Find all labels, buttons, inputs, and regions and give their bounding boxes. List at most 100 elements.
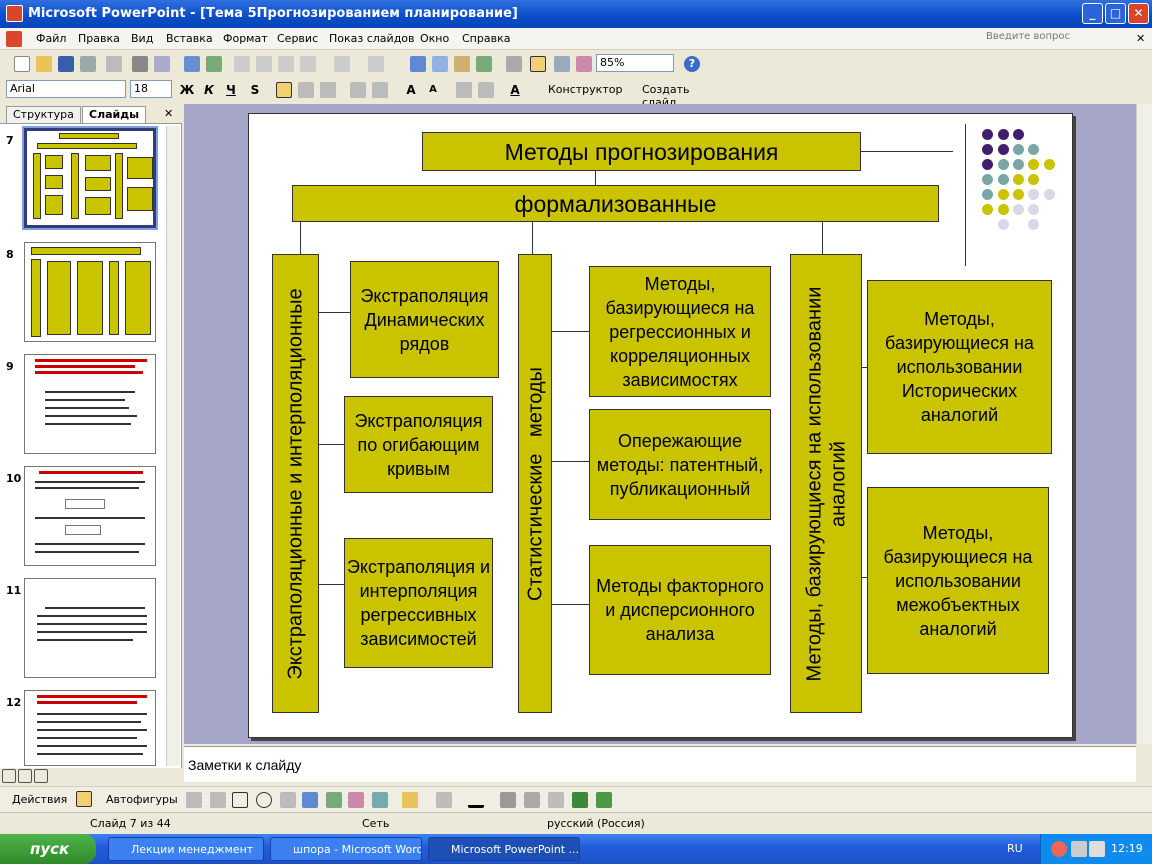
normal-view-icon[interactable]	[2, 769, 16, 783]
line-color-icon[interactable]	[436, 792, 452, 808]
menu-view[interactable]: Вид	[131, 32, 154, 45]
column-extrapolation-header[interactable]: Экстраполяционные и интерполяционные	[272, 254, 319, 713]
spelling-icon[interactable]	[184, 56, 200, 72]
oval-icon[interactable]	[256, 792, 272, 808]
italic-button[interactable]: К	[204, 83, 214, 97]
help-icon[interactable]: ?	[684, 56, 700, 72]
method-box[interactable]: Экстраполяция по огибающим кривым	[344, 396, 493, 493]
print-preview-icon[interactable]	[154, 56, 170, 72]
thumbnail-scrollbar[interactable]	[166, 126, 180, 766]
menu-edit[interactable]: Правка	[78, 32, 120, 45]
thumbnail-slide-12[interactable]	[24, 690, 156, 766]
rectangle-icon[interactable]	[232, 792, 248, 808]
task-lectures[interactable]: Лекции менеджмент	[108, 837, 264, 861]
numbering-icon[interactable]	[350, 82, 366, 98]
method-box[interactable]: Опережающие методы: патентный, публикаци…	[589, 409, 771, 520]
ask-question-input[interactable]: Введите вопрос	[986, 31, 1070, 42]
task-word[interactable]: шпора - Microsoft Word	[270, 837, 422, 861]
method-box[interactable]: Экстраполяция Динамических рядов	[350, 261, 499, 378]
save-icon[interactable]	[58, 56, 74, 72]
pane-close-icon[interactable]: ✕	[164, 107, 174, 120]
language-indicator[interactable]: RU	[1007, 842, 1023, 855]
slide-title[interactable]: Методы прогнозирования	[422, 132, 861, 171]
network-icon[interactable]	[1071, 841, 1087, 857]
dash-style-icon[interactable]	[524, 792, 540, 808]
expand-all-icon[interactable]	[506, 56, 522, 72]
volume-icon[interactable]	[1089, 841, 1105, 857]
thumbnail-slide-8[interactable]	[24, 242, 156, 342]
fill-color-icon[interactable]	[402, 792, 418, 808]
undo-icon[interactable]	[334, 56, 350, 72]
slide-canvas[interactable]: Методы прогнозирования формализованные Э…	[248, 113, 1073, 738]
insert-chart-icon[interactable]	[410, 56, 426, 72]
method-box[interactable]: Экстраполяция и интерполяция регрессивны…	[344, 538, 493, 668]
bold-button[interactable]: Ж	[179, 83, 195, 97]
menu-help[interactable]: Справка	[462, 32, 511, 45]
color-grayscale-icon[interactable]	[576, 56, 592, 72]
method-box[interactable]: Методы, базирующиеся на регрессионных и …	[589, 266, 771, 397]
diagram-icon[interactable]	[326, 792, 342, 808]
slide-subtitle[interactable]: формализованные	[292, 185, 939, 222]
maximize-button[interactable]: □	[1105, 3, 1126, 24]
minimize-button[interactable]: _	[1082, 3, 1103, 24]
menu-tools[interactable]: Сервис	[277, 32, 319, 45]
textbox-icon[interactable]	[280, 792, 296, 808]
format-painter-icon[interactable]	[300, 56, 316, 72]
antivirus-icon[interactable]	[1051, 841, 1067, 857]
show-formatting-icon[interactable]	[530, 56, 546, 72]
tab-slides[interactable]: Слайды	[82, 106, 147, 123]
underline-button[interactable]: Ч	[226, 83, 236, 97]
increase-font-button[interactable]: A	[406, 83, 416, 97]
notes-pane[interactable]: Заметки к слайду	[184, 746, 1136, 782]
permission-icon[interactable]	[80, 56, 96, 72]
menu-insert[interactable]: Вставка	[166, 32, 213, 45]
align-center-icon[interactable]	[298, 82, 314, 98]
3d-style-icon[interactable]	[596, 792, 612, 808]
align-left-icon[interactable]	[276, 82, 292, 98]
redo-icon[interactable]	[368, 56, 384, 72]
method-box[interactable]: Методы, базирующиеся на использовании Ис…	[867, 280, 1052, 454]
method-box[interactable]: Методы факторного и дисперсионного анали…	[589, 545, 771, 675]
close-document-icon[interactable]: ✕	[1136, 32, 1146, 45]
menu-file[interactable]: Файл	[36, 32, 67, 45]
start-button[interactable]: пуск	[0, 834, 96, 864]
email-icon[interactable]	[106, 56, 122, 72]
decrease-font-button[interactable]: A	[429, 84, 437, 95]
autoshapes-menu[interactable]: Автофигуры	[106, 793, 178, 806]
menu-format[interactable]: Формат	[223, 32, 268, 45]
print-icon[interactable]	[132, 56, 148, 72]
line-icon[interactable]	[186, 792, 202, 808]
open-icon[interactable]	[36, 56, 52, 72]
research-icon[interactable]	[206, 56, 222, 72]
close-button[interactable]: ✕	[1128, 3, 1149, 24]
paste-icon[interactable]	[278, 56, 294, 72]
select-arrow-icon[interactable]	[76, 791, 92, 807]
task-powerpoint[interactable]: Microsoft PowerPoint ...	[428, 837, 580, 861]
shadow-button[interactable]: S	[250, 83, 260, 97]
bullets-icon[interactable]	[372, 82, 388, 98]
tables-borders-icon[interactable]	[454, 56, 470, 72]
thumbnail-slide-7[interactable]	[22, 126, 158, 230]
slide-scrollbar[interactable]	[1136, 104, 1152, 744]
slide-sorter-icon[interactable]	[18, 769, 32, 783]
column-analogies-header[interactable]: Методы, базирующиеся на использовании ан…	[790, 254, 862, 713]
font-color-icon[interactable]	[468, 792, 484, 808]
menu-window[interactable]: Окно	[420, 32, 450, 45]
increase-indent-icon[interactable]	[478, 82, 494, 98]
clipart-icon[interactable]	[348, 792, 364, 808]
tab-outline[interactable]: Структура	[6, 106, 81, 123]
powerpoint-app-icon[interactable]	[6, 5, 23, 22]
thumbnail-slide-9[interactable]	[24, 354, 156, 454]
show-grid-icon[interactable]	[554, 56, 570, 72]
method-box[interactable]: Методы, базирующиеся на использовании ме…	[867, 487, 1049, 674]
thumbnail-slide-10[interactable]	[24, 466, 156, 566]
decrease-indent-icon[interactable]	[456, 82, 472, 98]
column-statistical-header[interactable]: Статистические методы	[518, 254, 552, 713]
font-color-button[interactable]: A	[510, 83, 520, 97]
font-name-select[interactable]: Arial	[6, 80, 126, 98]
actions-menu[interactable]: Действия	[12, 793, 68, 806]
shadow-style-icon[interactable]	[572, 792, 588, 808]
insert-picture-icon[interactable]	[476, 56, 492, 72]
menu-slideshow[interactable]: Показ слайдов	[329, 32, 415, 45]
slideshow-icon[interactable]	[34, 769, 48, 783]
